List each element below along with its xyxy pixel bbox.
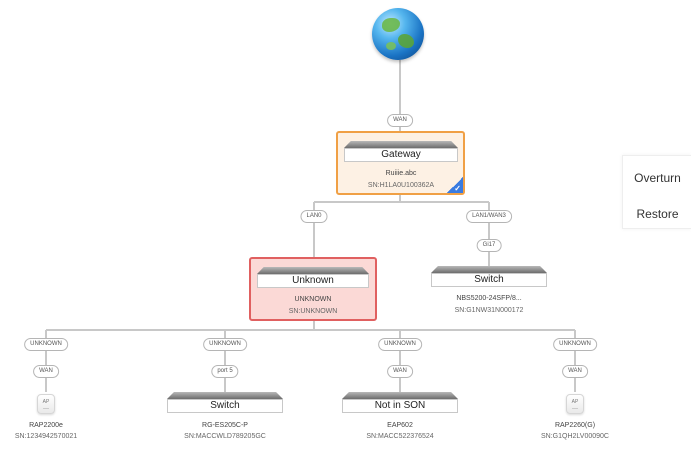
switch-right-sn: SN:G1NW31N000172	[454, 307, 524, 314]
access-point-icon[interactable]: AP	[37, 394, 55, 414]
device-sn: SN:MACCWLD789205GC	[184, 433, 266, 440]
wan-port-label: WAN	[387, 114, 413, 127]
unknown-device-icon: Unknown	[257, 267, 369, 288]
access-point-icon[interactable]: AP	[566, 394, 584, 414]
switch-device-icon[interactable]: Switch	[167, 392, 283, 413]
checkmark-icon: ✓	[447, 177, 463, 193]
globe-icon	[372, 8, 424, 60]
port-label-port5: port 5	[211, 365, 239, 378]
port-label-unknown: UNKNOWN	[203, 338, 247, 351]
port-label-lan0: LAN0	[300, 210, 328, 223]
device-name: RAP2260(G)	[554, 422, 596, 429]
unknown-title: Unknown	[257, 274, 369, 288]
switch-device-icon[interactable]: Not in SON	[342, 392, 458, 413]
restore-button[interactable]: Restore	[636, 207, 679, 221]
gateway-sn: SN:H1LA0U100362A	[367, 182, 435, 189]
unknown-sn: SN:UNKNOWN	[288, 308, 338, 315]
device-sn: SN:G1QH2LV00090C	[541, 433, 609, 440]
not-in-son-title: Not in SON	[342, 399, 458, 413]
port-label-wan: WAN	[33, 365, 59, 378]
device-name: EAP602	[387, 422, 413, 429]
switch-title: Switch	[167, 399, 283, 413]
port-label-wan: WAN	[387, 365, 413, 378]
gateway-title: Gateway	[344, 148, 458, 162]
gateway-card[interactable]: Gateway Ruiiie.abc SN:H1LA0U100362A ✓	[336, 131, 465, 195]
switch-device-icon[interactable]: Switch	[431, 266, 547, 287]
view-controls-panel: Overturn Restore	[622, 155, 691, 229]
port-label-wan: WAN	[562, 365, 588, 378]
switch-right-title: Switch	[431, 273, 547, 287]
port-label-unknown: UNKNOWN	[553, 338, 597, 351]
device-name: RG-ES205C-P	[202, 422, 248, 429]
port-label-gi17: Gi17	[476, 239, 502, 252]
device-name: RAP2200e	[29, 422, 63, 429]
unknown-device-card[interactable]: Unknown UNKNOWN SN:UNKNOWN	[249, 257, 377, 321]
port-label-unknown: UNKNOWN	[24, 338, 68, 351]
overturn-button[interactable]: Overturn	[634, 171, 681, 185]
gateway-name: Ruiiie.abc	[385, 170, 417, 177]
device-sn: SN:1234942570021	[14, 433, 78, 440]
switch-right-model: NBS5200-24SFP/8...	[456, 295, 522, 302]
port-label-lan1-wan3: LAN1/WAN3	[466, 210, 512, 223]
port-label-unknown: UNKNOWN	[378, 338, 422, 351]
unknown-name: UNKNOWN	[294, 296, 332, 303]
device-sn: SN:MACC522376524	[366, 433, 434, 440]
gateway-device-icon: Gateway	[344, 141, 458, 162]
